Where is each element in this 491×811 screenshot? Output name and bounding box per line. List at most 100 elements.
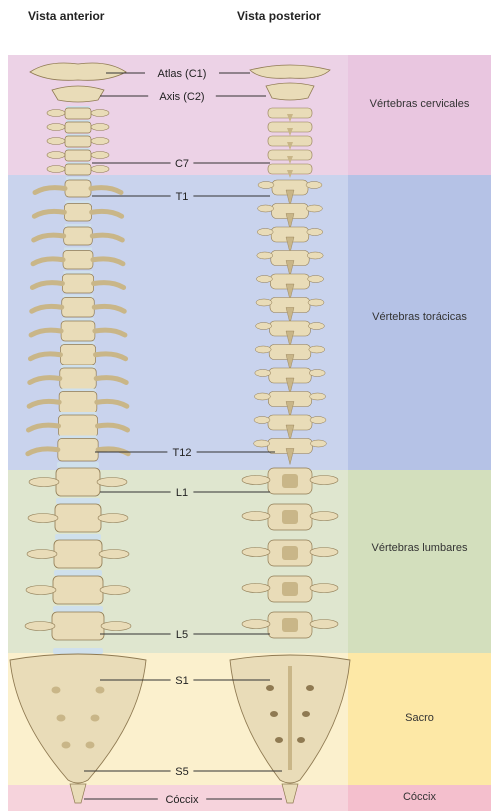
transverse-process — [91, 138, 109, 145]
transverse-process — [47, 110, 65, 117]
disc-thoracic — [63, 271, 92, 274]
vertebra-body-lumbar — [56, 468, 100, 496]
transverse-process — [310, 440, 326, 447]
transverse-process — [101, 622, 131, 631]
transverse-process — [310, 417, 326, 424]
vertebra-body-thoracic — [62, 298, 95, 318]
vertebra-body-thoracic — [64, 227, 93, 245]
transverse-process — [310, 476, 338, 485]
vertebra-body-lumbar — [54, 540, 102, 568]
transverse-process — [308, 276, 324, 283]
transverse-process — [308, 323, 324, 330]
vertebra-label-text: Axis (C2) — [159, 91, 204, 103]
spinous-process — [282, 510, 298, 524]
sacral-foramen — [302, 711, 310, 717]
vertebra-body-thoracic — [62, 274, 93, 293]
axis-anterior — [52, 86, 104, 102]
region-label-coccyx: Cóccix — [348, 791, 491, 803]
sacral-foramen — [266, 685, 274, 691]
vertebra-label-text: Cóccix — [165, 794, 199, 806]
vertebra-body-thoracic — [60, 368, 96, 389]
vertebra-body-cervical — [65, 108, 91, 119]
vertebra-body-lumbar — [52, 612, 104, 640]
transverse-process — [310, 584, 338, 593]
transverse-process — [308, 299, 324, 306]
vertebra-body-thoracic — [58, 439, 98, 462]
transverse-process — [307, 229, 323, 236]
sacral-foramen — [52, 687, 61, 694]
vertebra-body-thoracic — [59, 415, 98, 437]
transverse-process — [306, 182, 322, 189]
disc-thoracic — [65, 201, 90, 204]
transverse-process — [309, 346, 325, 353]
transverse-process — [29, 478, 59, 487]
disc-lumbar — [53, 606, 103, 612]
vertebra-label-text: L5 — [176, 629, 188, 641]
transverse-process — [257, 229, 273, 236]
transverse-process — [242, 476, 270, 485]
disc-thoracic — [64, 248, 92, 251]
transverse-process — [242, 584, 270, 593]
transverse-process — [26, 586, 56, 595]
transverse-process — [27, 550, 57, 559]
spinous-process — [282, 546, 298, 560]
vertebra-body-lumbar — [55, 504, 101, 532]
vertebra-label-text: C7 — [175, 158, 189, 170]
transverse-process — [242, 512, 270, 521]
axis-posterior — [266, 83, 314, 100]
vertebra-body-thoracic — [63, 251, 93, 270]
region-label-cervical: Vértebras cervicales — [348, 98, 491, 110]
transverse-process — [257, 252, 273, 259]
disc-thoracic — [59, 436, 97, 439]
vertebra-label-text: S1 — [175, 675, 188, 687]
vertebra-body-cervical — [65, 136, 91, 147]
vertebra-body-cervical — [65, 150, 91, 161]
transverse-process — [256, 299, 272, 306]
region-label-thoracic: Vértebras torácicas — [348, 311, 491, 323]
disc-thoracic — [65, 224, 92, 227]
atlas-anterior — [30, 63, 126, 80]
transverse-process — [255, 346, 271, 353]
transverse-process — [28, 514, 58, 523]
transverse-process — [254, 393, 270, 400]
transverse-process — [99, 550, 129, 559]
transverse-process — [47, 166, 65, 173]
vertebra-body-cervical — [65, 122, 91, 133]
transverse-process — [91, 166, 109, 173]
disc-lumbosacral — [53, 648, 103, 654]
sacral-foramen — [86, 742, 95, 749]
transverse-process — [310, 393, 326, 400]
transverse-process — [258, 182, 274, 189]
spinous-process — [282, 618, 298, 632]
transverse-process — [25, 622, 55, 631]
vertebra-body-thoracic — [64, 204, 91, 222]
vertebra-label-text: S5 — [175, 766, 188, 778]
disc-thoracic — [61, 342, 94, 345]
transverse-process — [258, 205, 274, 212]
sacral-foramen — [270, 711, 278, 717]
sacral-foramen — [306, 685, 314, 691]
transverse-process — [242, 620, 270, 629]
region-label-lumbar: Vértebras lumbares — [348, 542, 491, 554]
disc-thoracic — [60, 389, 96, 392]
transverse-process — [307, 252, 323, 259]
disc-thoracic — [63, 295, 94, 298]
vertebra-body-thoracic — [65, 180, 91, 197]
region-side-cervical — [348, 55, 491, 175]
sacral-foramen — [91, 715, 100, 722]
transverse-process — [254, 417, 270, 424]
transverse-process — [256, 323, 272, 330]
disc-lumbar — [57, 462, 99, 468]
vertebra-label-text: L1 — [176, 487, 188, 499]
sacral-foramen — [275, 737, 283, 743]
transverse-process — [309, 370, 325, 377]
disc-lumbar — [56, 498, 100, 504]
transverse-process — [47, 152, 65, 159]
spinous-process — [282, 474, 298, 488]
transverse-process — [91, 152, 109, 159]
vertebra-body-thoracic — [59, 392, 97, 414]
transverse-process — [97, 478, 127, 487]
transverse-process — [98, 514, 128, 523]
disc-thoracic — [61, 365, 95, 368]
